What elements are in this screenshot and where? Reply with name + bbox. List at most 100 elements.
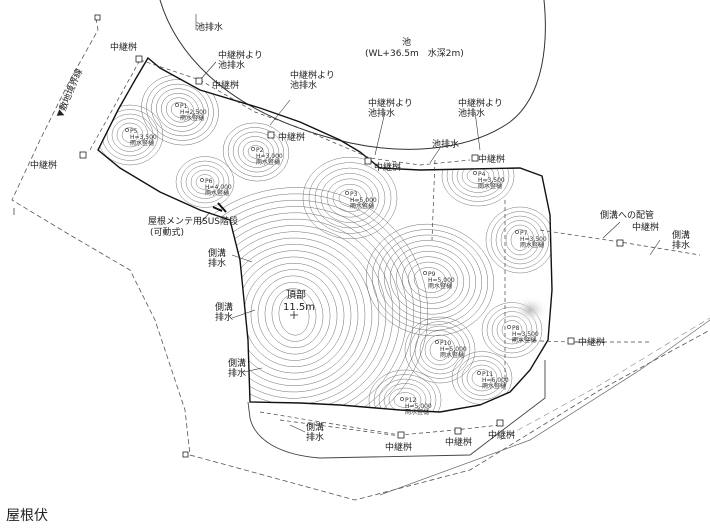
drain-point-id: P6 — [205, 178, 213, 185]
pond-outline — [159, 0, 546, 150]
roof-contours — [98, 74, 552, 412]
side-gutter-label: 排水 — [228, 367, 246, 379]
side-gutter-label: 側溝 — [672, 229, 690, 241]
terrace-outline — [247, 360, 546, 459]
drain-point-type: 雨水竪樋 — [478, 182, 502, 190]
drain-point-marker — [423, 271, 427, 275]
corner-marker — [94, 14, 101, 21]
drain-point-type: 雨水竪樋 — [256, 158, 280, 166]
junction-box-label: 中継桝 — [478, 153, 505, 165]
drain-to-pond-label: 池排水 — [458, 107, 485, 119]
maintenance-ladder-label: (可動式) — [150, 226, 184, 238]
drain-point-id: P9 — [428, 271, 436, 278]
drain-point-marker — [125, 128, 129, 132]
junction-box-marker — [567, 337, 575, 345]
drain-point-id: P12 — [405, 397, 416, 404]
side-gutter-label: 側溝 — [228, 357, 246, 369]
drain-point-id: P3 — [350, 191, 358, 198]
drain-point-type: 雨水竪樋 — [440, 351, 464, 359]
junction-box-label: 中継桝 — [445, 436, 472, 448]
drain-to-pond-label: 中継桝より — [290, 69, 335, 81]
drain-point-height: H=6,000 — [482, 377, 509, 384]
junction-box-marker — [397, 431, 405, 439]
junction-box-label: 中継桝 — [110, 41, 137, 53]
drain-to-pond-label: 中継桝より — [458, 97, 503, 109]
drain-point-height: H=3,000 — [256, 153, 283, 160]
side-gutter-label: 側溝 — [208, 247, 226, 259]
drain-point-marker — [507, 325, 511, 329]
pond-drain-label: 池排水 — [196, 21, 223, 33]
drain-point-marker — [175, 103, 179, 107]
corner-marker — [182, 451, 189, 458]
drain-point-marker — [345, 191, 349, 195]
drain-point-height: H=5,000 — [428, 277, 455, 284]
drain-point-height: H=2,500 — [180, 109, 207, 116]
maintenance-ladder — [212, 202, 227, 213]
drain-point-type: 雨水竪樋 — [130, 139, 154, 147]
junction-box-label: 中継桝 — [278, 131, 305, 143]
site-boundary-label: ▼敷地境界線 — [54, 67, 85, 119]
junction-box-marker — [454, 427, 462, 435]
drain-point-marker — [477, 371, 481, 375]
drain-point-height: H=4,000 — [205, 184, 232, 191]
drain-point-marker — [200, 178, 204, 182]
drain-points: P1H=2,500雨水竪樋P5H=3,500雨水竪樋P2H=3,000雨水竪樋P… — [125, 103, 547, 416]
junction-box-label: 中継桝 — [632, 221, 659, 233]
junction-box-marker — [471, 154, 479, 162]
side-gutter-label: 側溝 — [306, 421, 324, 433]
drain-point-height: H=3,500 — [520, 236, 547, 243]
junction-box-label: 中継桝 — [578, 336, 605, 348]
drain-point-height: H=5,000 — [350, 197, 377, 204]
peak-marker — [290, 311, 298, 319]
drain-point-id: P7 — [520, 230, 528, 237]
inner-road-line — [499, 317, 710, 441]
drain-point-type: 雨水竪樋 — [180, 114, 204, 122]
drain-point-id: P10 — [440, 340, 451, 347]
drain-point-type: 雨水竪樋 — [428, 282, 452, 290]
drain-to-pond-label: 池排水 — [290, 79, 317, 91]
junction-box-label: 中継桝 — [212, 79, 239, 91]
junction-box-marker — [195, 77, 203, 85]
drain-point-type: 雨水竪樋 — [350, 202, 374, 210]
drain-to-pond-label: 中継桝より — [368, 97, 413, 109]
drawing-caption: 屋根伏 — [6, 508, 48, 524]
drain-point-height: H=3,500 — [478, 177, 505, 184]
side-gutter-label: 側溝 — [215, 301, 233, 313]
drain-point-marker — [473, 171, 477, 175]
maintenance-ladder-label: 屋根メンテ用SUS階段 — [148, 215, 238, 227]
drain-point-marker — [400, 397, 404, 401]
junction-box-label: 中継桝 — [30, 159, 57, 171]
drain-point-id: P5 — [130, 128, 138, 135]
peak-height: 11.5m — [283, 302, 315, 313]
drain-point-type: 雨水竪樋 — [520, 241, 544, 249]
side-gutter-label: 排水 — [215, 311, 233, 323]
drain-to-pond-label: 池排水 — [218, 59, 245, 71]
drain-point-marker — [251, 147, 255, 151]
drain-point-height: H=5,000 — [440, 346, 467, 353]
drain-point-height: H=5,000 — [405, 403, 432, 410]
junction-box-label: 中継桝 — [488, 429, 515, 441]
outer-road-line — [379, 319, 710, 496]
drain-point-type: 雨水竪樋 — [512, 336, 536, 344]
drain-point-marker — [515, 230, 519, 234]
drain-point-id: P8 — [512, 325, 520, 332]
side-gutter-label: 排水 — [208, 257, 226, 269]
drain-to-pond-label: 池排水 — [368, 107, 395, 119]
junction-box-label: 中継桝 — [374, 161, 401, 173]
pond-spec: (WL+36.5m 水深2m) — [365, 47, 464, 59]
junction-box-marker — [616, 239, 624, 247]
junction-box-marker — [364, 157, 372, 165]
side-gutter-label: 排水 — [672, 239, 690, 251]
drain-point-type: 雨水竪樋 — [405, 408, 429, 416]
